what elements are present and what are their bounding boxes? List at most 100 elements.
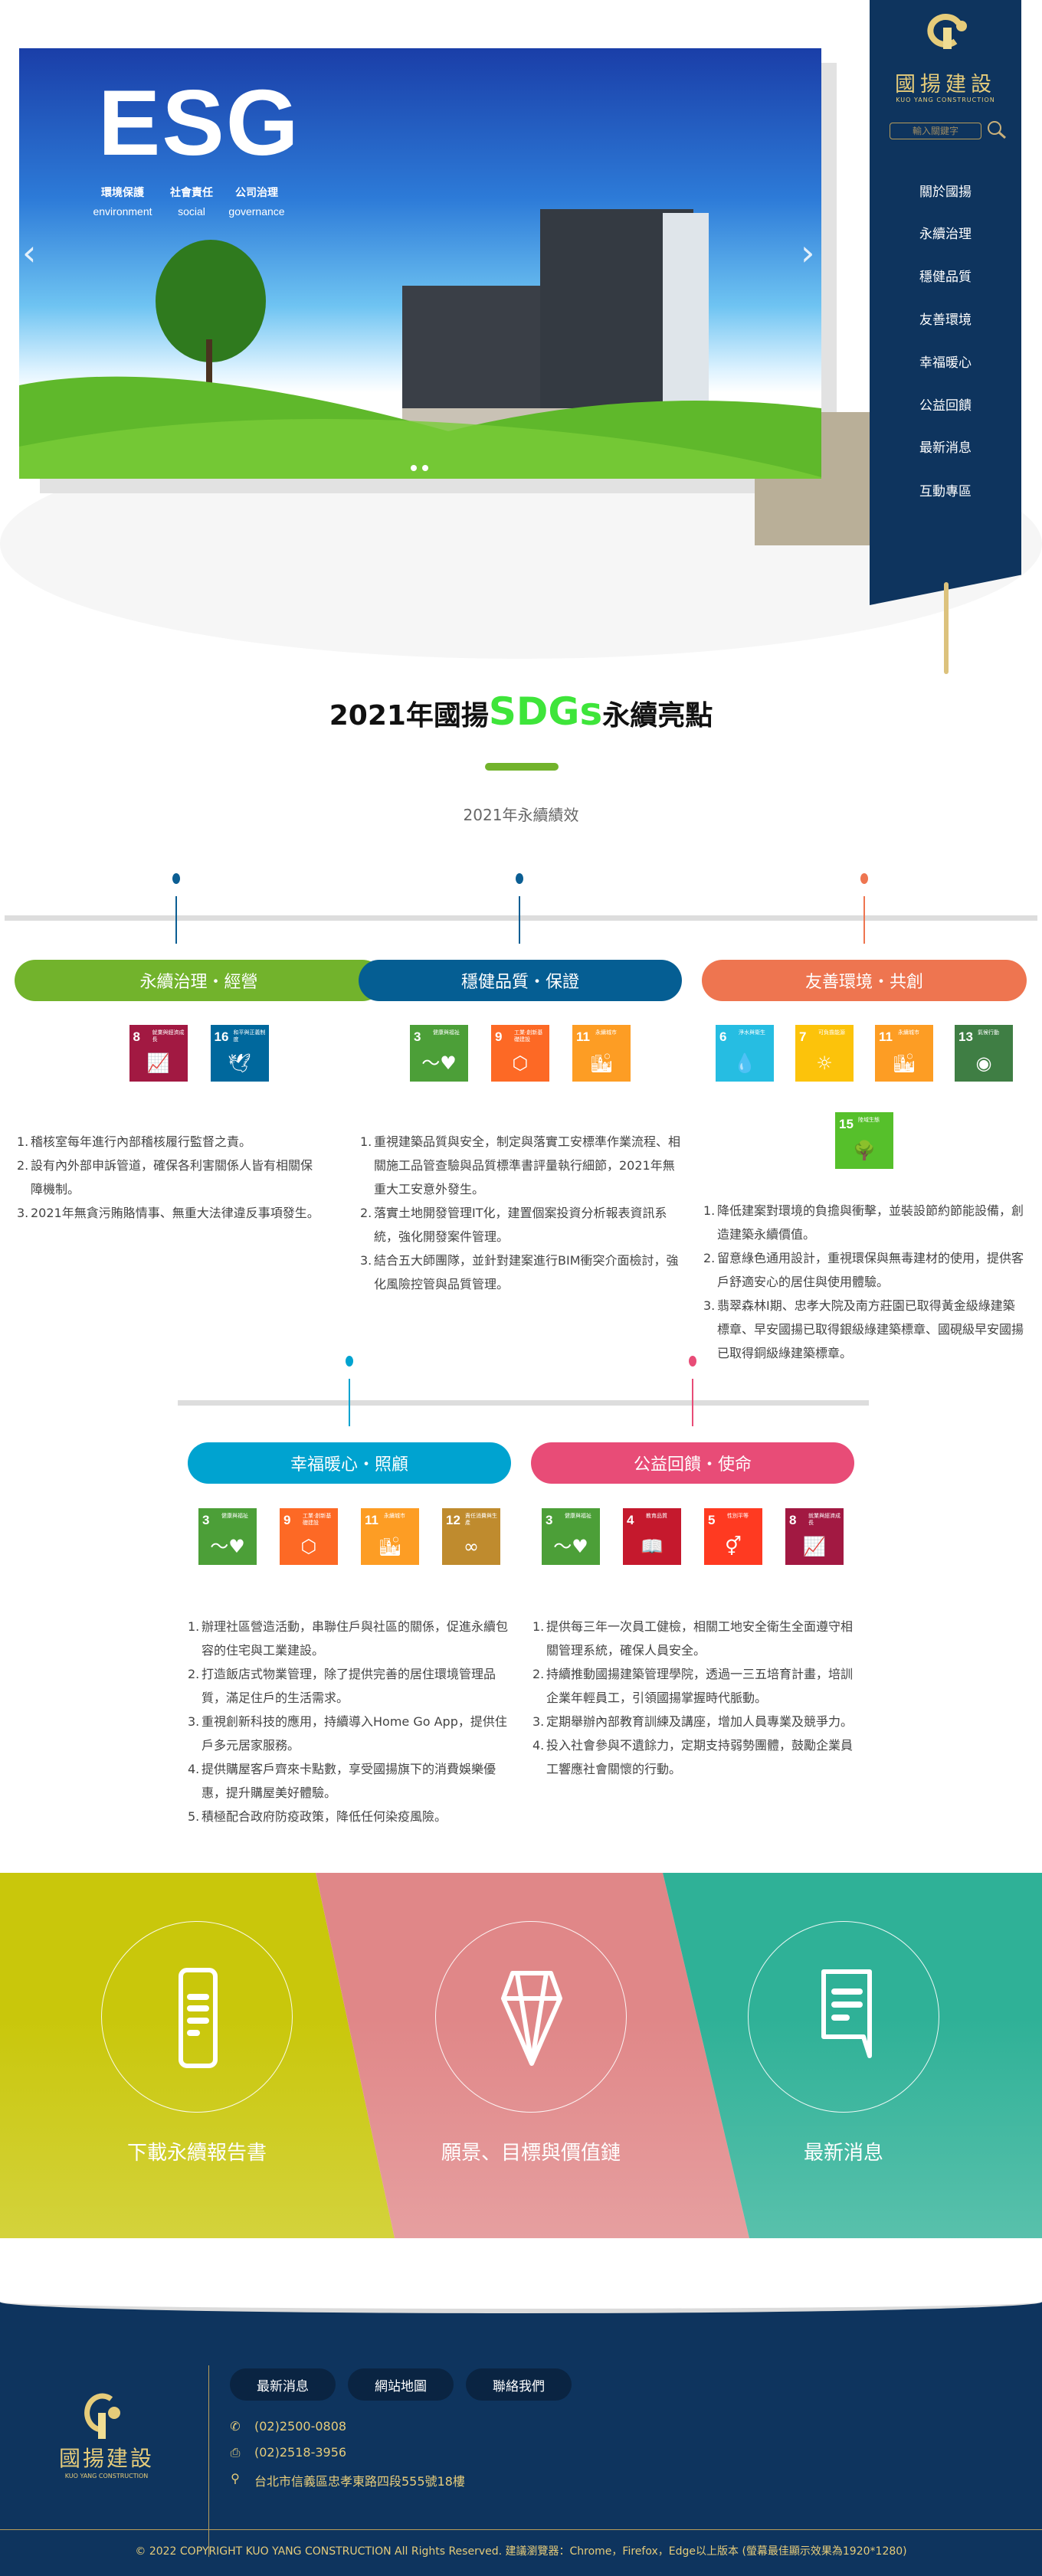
heartbeat-icon: 〜♥ — [210, 1536, 245, 1557]
gold-divider-line — [944, 582, 949, 674]
panel-label-news[interactable]: 最新消息 — [803, 2142, 883, 2165]
sdg-number: 8 — [789, 1513, 797, 1527]
search-icon[interactable] — [986, 119, 1008, 141]
pillar-environment-en: environment — [93, 205, 152, 218]
list-item: 2.持續推動國揚建築管理學院，透過一三五培育計畫，培訓企業年輕員工，引領國揚掌握… — [532, 1662, 854, 1710]
title-highlight: SDGs — [488, 689, 603, 734]
timeline-stem — [175, 896, 177, 944]
pillar-header-environment[interactable]: 友善環境・共創 — [702, 960, 1027, 1001]
footer-phone[interactable]: (02)2500-0808 — [254, 2419, 347, 2434]
list-item-text: 留意綠色通用設計，重視環保與無毒建材的使用，提供客戶舒適安心的居住與使用體驗。 — [717, 1251, 1024, 1289]
sdg-number: 11 — [879, 1029, 893, 1044]
list-item-number: 2. — [360, 1206, 372, 1220]
slide-dot-1[interactable] — [411, 465, 417, 471]
sdg-label: 就業與經濟成長 — [808, 1513, 840, 1526]
section-subtitle: 2021年永續績效 — [463, 806, 579, 824]
list-item-text: 提供購屋客戶齊來卡點數，享受國揚旗下的消費娛樂優惠，提升購屋美好體驗。 — [202, 1762, 496, 1800]
pillar-social-en: social — [178, 205, 205, 218]
sdg-number: 11 — [576, 1029, 590, 1044]
list-item-number: 3. — [188, 1714, 200, 1729]
sdg-number: 3 — [414, 1029, 421, 1044]
title-prefix: 2021年國揚 — [329, 700, 489, 732]
nav-item-quality[interactable]: 穩健品質 — [919, 270, 972, 285]
slide-dot-2[interactable] — [422, 465, 428, 471]
document-icon-circle — [101, 1921, 293, 2113]
sdg-label: 工業·創新基礎建設 — [514, 1029, 543, 1043]
sdg-number: 4 — [627, 1513, 634, 1527]
list-item: 4.提供購屋客戶齊來卡點數，享受國揚旗下的消費娛樂優惠，提升購屋美好體驗。 — [188, 1757, 510, 1805]
list-item-text: 降低建案對環境的負擔與衝擊，並裝設節約節能設備，創造建築永續價值。 — [717, 1203, 1024, 1242]
eye-globe-icon: ◉ — [975, 1052, 992, 1074]
kuo-yang-logo-icon — [927, 14, 967, 49]
timeline-dot — [516, 873, 523, 884]
panel-label-download-report[interactable]: 下載永續報告書 — [126, 2142, 267, 2165]
nav-item-environment[interactable]: 友善環境 — [919, 313, 972, 328]
pillar-header-charity[interactable]: 公益回饋・使命 — [531, 1442, 854, 1484]
pillar-header-quality[interactable]: 穩健品質・保證 — [359, 960, 682, 1001]
footer-sitemap-button[interactable]: 網站地圖 — [348, 2368, 454, 2401]
heartbeat-icon: 〜♥ — [553, 1536, 588, 1557]
pillar-governance-en: governance — [228, 205, 285, 218]
hero-slider[interactable]: ESG 環境保護 社會責任 公司治理 environment social go… — [19, 48, 821, 479]
list-item-text: 打造飯店式物業管理，除了提供完善的居住環境管理品質，滿足住戶的生活需求。 — [202, 1667, 496, 1705]
list-item: 1.重視建築品質與安全，制定與落實工安標準作業流程、相關施工品管查驗與品質標準書… — [360, 1130, 682, 1201]
pillar-header-care[interactable]: 幸福暖心・照顧 — [188, 1442, 511, 1484]
list-item: 1.辦理社區營造活動，串聯住戶與社區的關係，促進永續包容的住宅與工業建設。 — [188, 1615, 510, 1662]
prev-slide-arrow-icon[interactable]: ‹ — [22, 232, 37, 273]
sidebar-nav: 國揚建設 KUO YANG CONSTRUCTION 關於國揚 永續治理 穩健品… — [870, 0, 1021, 605]
list-item-text: 設有內外部申訴管道，確保各利害關係人皆有相關保障機制。 — [31, 1158, 313, 1196]
footer-contact-button[interactable]: 聯絡我們 — [466, 2368, 572, 2401]
list-item-number: 2. — [188, 1667, 200, 1681]
list-item-text: 持續推動國揚建築管理學院，透過一三五培育計畫，培訓企業年輕員工，引領國揚掌握時代… — [546, 1667, 854, 1705]
quick-links-panels: 下載永續報告書 願景、目標與價值鏈 最新消息 — [0, 1873, 1042, 2238]
nav-item-news[interactable]: 最新消息 — [919, 440, 972, 456]
list-item-number: 1. — [360, 1134, 372, 1149]
list-item: 3.翡翠森林Ⅰ期、忠孝大院及南方莊園已取得黃金級綠建築標章、早安國揚已取得銀級綠… — [703, 1294, 1025, 1365]
list-item-number: 1. — [17, 1134, 29, 1149]
sdg-number: 5 — [708, 1513, 716, 1527]
nav-item-governance[interactable]: 永續治理 — [919, 227, 972, 242]
next-slide-arrow-icon[interactable]: › — [801, 232, 815, 273]
list-item: 3.重視創新科技的應用，持續導入Home Go App，提供住戶多元居家服務。 — [188, 1710, 510, 1757]
search-input[interactable] — [890, 123, 981, 139]
nav-item-interactive[interactable]: 互動專區 — [919, 484, 972, 499]
book-icon: 📖 — [641, 1536, 664, 1557]
timeline-line-row-1 — [5, 915, 1037, 921]
timeline-line-row-2 — [178, 1400, 869, 1406]
list-item-number: 4. — [532, 1738, 545, 1753]
sdg-number: 8 — [133, 1029, 140, 1044]
nav-item-care[interactable]: 幸福暖心 — [919, 355, 972, 371]
panel-label-vision[interactable]: 願景、目標與價值鏈 — [441, 2142, 621, 2165]
footer-news-button[interactable]: 最新消息 — [230, 2368, 336, 2401]
achievement-list-charity: 1.提供每三年一次員工健檢，相關工地安全衛生全面遵守相關管理系統，確保人員安全。… — [532, 1615, 854, 1781]
list-item-text: 定期舉辦內部教育訓練及講座，增加人員專業及競爭力。 — [546, 1714, 854, 1729]
diamond-icon — [501, 1971, 562, 2066]
hero-headline: ESG — [98, 70, 300, 175]
pillar-header-governance[interactable]: 永續治理・經營 — [15, 960, 383, 1001]
fax-printer-icon: ⎙ — [230, 2445, 241, 2460]
nav-item-charity[interactable]: 公益回饋 — [919, 398, 972, 414]
nav-item-about[interactable]: 關於國揚 — [919, 185, 972, 200]
list-item-number: 3. — [360, 1253, 372, 1268]
